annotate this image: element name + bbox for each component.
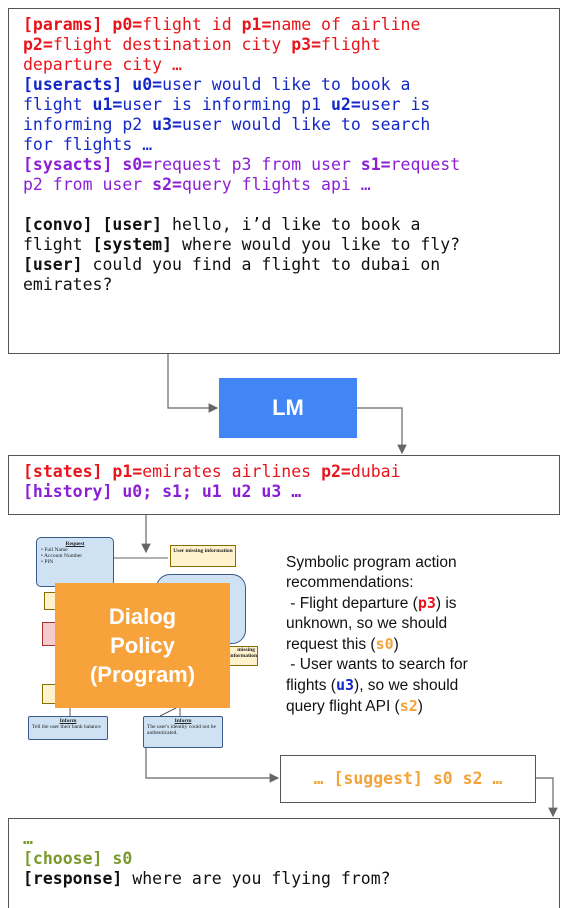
- useract-u3-text-cont: for flights …: [23, 135, 153, 154]
- param-p0-text: flight id: [142, 15, 232, 34]
- choose-line: [choose] s0: [23, 849, 133, 868]
- useract-u3-key: u3=: [152, 115, 182, 134]
- flowchart-request-title: Request: [65, 541, 85, 547]
- sysact-s2-text: query flights api …: [181, 175, 371, 194]
- state-p2-text: dubai: [350, 462, 401, 481]
- recs-line: - User wants to search for: [286, 656, 468, 673]
- recs-line: request this (s0): [286, 635, 399, 653]
- state-p1-text: emirates airlines: [142, 462, 312, 481]
- convo-tag: [convo]: [23, 215, 93, 234]
- flowchart-missing-node-1: User missing information: [170, 545, 236, 567]
- recs-line: flights (u3), so we should: [286, 676, 459, 694]
- convo-line-4: emirates?: [23, 275, 113, 294]
- recs-line: recommendations:: [286, 574, 414, 591]
- useract-u0-text: user would like to book a: [162, 75, 411, 94]
- useract-u2-text: user is: [360, 95, 431, 114]
- useracts-tag: [useracts]: [23, 75, 123, 94]
- flowchart-request-item: • PIN: [41, 559, 54, 565]
- states-tag: [states]: [23, 462, 103, 481]
- recs-line: - Flight departure (p3) is: [286, 594, 457, 612]
- history-text: u0; s1; u1 u2 u3 …: [122, 482, 302, 501]
- user-tag: [user]: [102, 215, 163, 234]
- useract-u1-key: u1=: [92, 95, 123, 114]
- param-p1-key: p1=: [241, 15, 272, 34]
- sysact-s1-text-cont: p2 from user: [23, 175, 143, 194]
- state-box: [states] p1=emirates airlines p2=dubai […: [8, 455, 560, 515]
- sysact-s1-key: s1=: [360, 155, 391, 174]
- param-p2-text: flight destination city: [52, 35, 282, 54]
- arrow-lm-to-state: [357, 407, 407, 455]
- response-text: where are you flying from?: [132, 869, 391, 888]
- system-tag: [system]: [92, 235, 173, 254]
- sysact-s0-key: s0=: [122, 155, 153, 174]
- sysacts-tag: [sysacts]: [23, 155, 113, 174]
- arrow-suggest-to-bottom: [536, 777, 558, 818]
- useract-u0-key: u0=: [132, 75, 163, 94]
- dialog-policy-line-3: (Program): [89, 662, 196, 687]
- user-tag-2: [user]: [23, 255, 83, 274]
- param-p2-key: p2=: [23, 35, 53, 54]
- recommendations-text: Symbolic program action recommendations:…: [286, 553, 526, 717]
- flowchart-inform-node-1: Inform Tell the user their bank balance: [28, 716, 108, 740]
- dialog-policy-line-2: Policy: [110, 633, 175, 658]
- suggest-box: … [suggest] s0 s2 …: [280, 755, 536, 803]
- lm-box: LM: [219, 378, 357, 438]
- useract-u0-text-cont: flight: [23, 95, 83, 114]
- flowchart-request-item: • Full Name: [41, 547, 68, 553]
- sysact-s2-key: s2=: [152, 175, 182, 194]
- response-box: … [choose] s0 [response] where are you f…: [8, 818, 560, 908]
- param-p3-text: flight: [321, 35, 381, 54]
- convo-line-3: could you find a flight to dubai on: [92, 255, 441, 274]
- flowchart-request-node: Request • Full Name • Account Number • P…: [36, 537, 114, 587]
- recs-line: unknown, so we should: [286, 615, 448, 632]
- prompt-box: [params] p0=flight id p1=name of airline…: [8, 8, 560, 354]
- convo-line-1: hello, i’d like to book a: [172, 215, 421, 234]
- useract-u3-text: user would like to search: [181, 115, 431, 134]
- state-p2-key: p2=: [321, 462, 351, 481]
- sysact-s0-text: request p3 from user: [152, 155, 351, 174]
- state-p1-key: p1=: [112, 462, 143, 481]
- dialog-policy-box: Dialog Policy (Program): [55, 583, 230, 708]
- recs-line: query flight API (s2): [286, 697, 423, 715]
- convo-line-2b: where would you like to fly?: [181, 235, 461, 254]
- history-tag: [history]: [23, 482, 113, 501]
- params-tag: [params]: [23, 15, 103, 34]
- response-tag: [response]: [23, 869, 123, 888]
- sysact-s1-text: request: [390, 155, 461, 174]
- useract-u1-text: user is informing p1: [122, 95, 322, 114]
- arrow-top-to-lm: [167, 354, 219, 413]
- suggest-text: … [suggest] s0 s2 …: [313, 769, 503, 788]
- param-p0-key: p0=: [112, 15, 143, 34]
- convo-line-2a: flight: [23, 235, 83, 254]
- param-p3-text-cont: departure city …: [23, 55, 182, 74]
- bottom-ellipsis: …: [23, 829, 33, 848]
- useract-u2-text-cont: informing p2: [23, 115, 143, 134]
- useract-u2-key: u2=: [330, 95, 361, 114]
- lm-label: LM: [272, 395, 304, 420]
- recs-line: Symbolic program action: [286, 554, 457, 571]
- flowchart-missing-node-2: missing information: [228, 646, 258, 666]
- flowchart-request-item: • Account Number: [41, 553, 83, 559]
- param-p1-text: name of airline: [271, 15, 421, 34]
- dialog-policy-line-1: Dialog: [108, 604, 177, 629]
- param-p3-key: p3=: [291, 35, 322, 54]
- flowchart-inform-node-2: Inform The user's identity could not be …: [143, 716, 223, 748]
